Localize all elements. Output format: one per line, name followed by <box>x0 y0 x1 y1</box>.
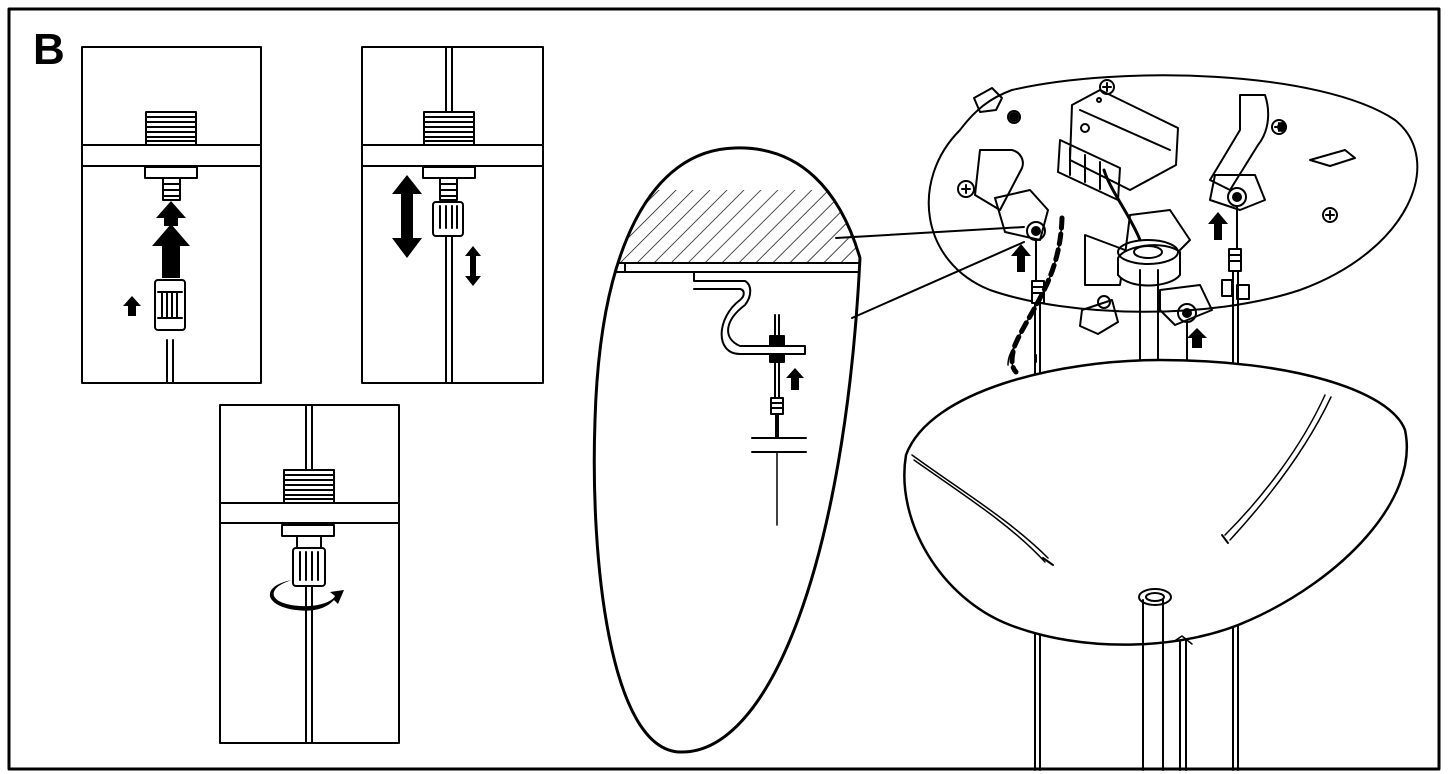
threaded-nipple <box>145 111 197 146</box>
cable-sleeve <box>154 279 186 331</box>
up-arrow-icon <box>123 296 141 316</box>
callout-line <box>835 226 1025 239</box>
outer-frame <box>7 7 1441 771</box>
gripper-thread <box>162 177 181 201</box>
up-arrow-icon <box>1187 328 1207 348</box>
panel-sleeve-slide <box>361 46 544 384</box>
gripper-collar <box>144 166 198 179</box>
double-arrow-icon <box>465 246 481 286</box>
up-arrow-icon <box>786 368 804 390</box>
up-arrow-icon <box>1208 212 1228 240</box>
callout-line <box>851 241 1025 319</box>
panel-sleeve-twist <box>219 404 400 744</box>
cable-sleeve <box>432 201 464 237</box>
mounting-bracket <box>693 271 806 355</box>
double-arrow-icon <box>392 175 422 258</box>
ceiling-canopy <box>927 74 1419 335</box>
power-cord <box>1007 269 1239 771</box>
rotate-arrow-icon <box>269 580 344 611</box>
step-letter: B <box>33 25 65 74</box>
up-arrow-icon <box>152 224 190 278</box>
cable-sleeve <box>292 547 326 587</box>
up-arrow-icon <box>1011 244 1031 272</box>
panel-sleeve-push-up <box>81 46 262 384</box>
up-arrow-icon <box>156 201 186 226</box>
lamp-shade <box>903 358 1408 646</box>
